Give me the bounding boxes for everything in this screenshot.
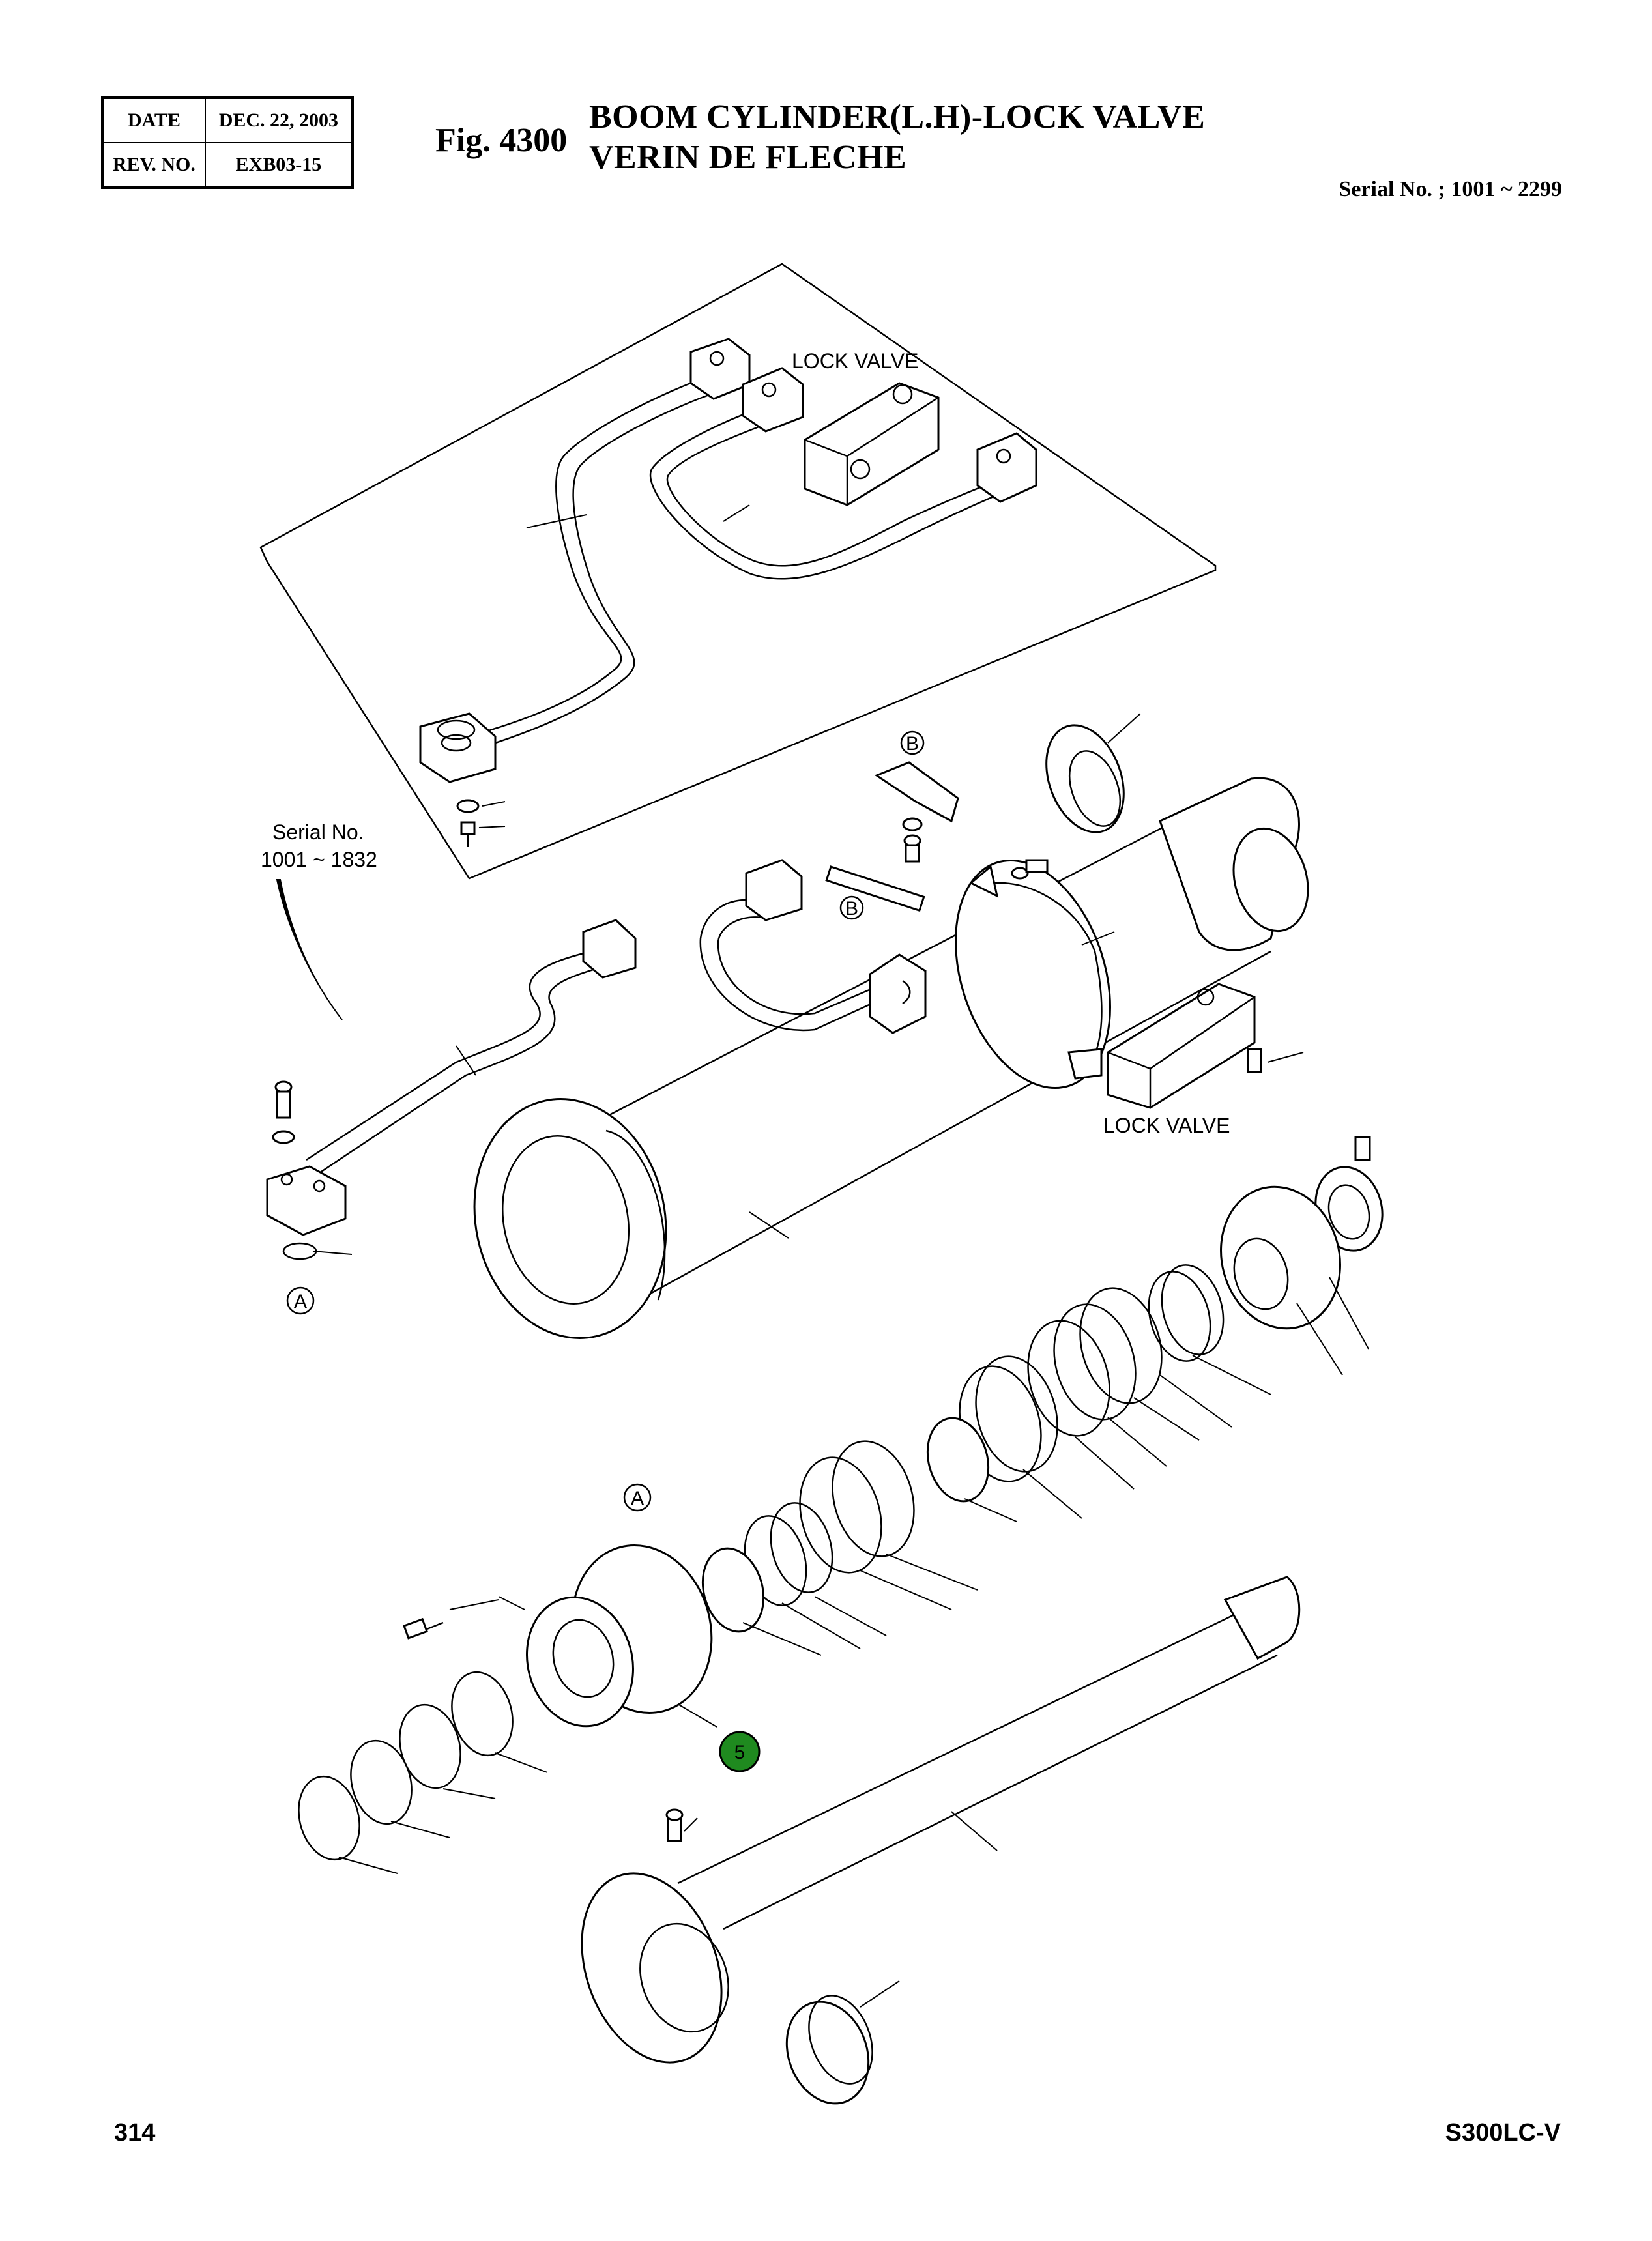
date-label: DATE <box>102 97 206 143</box>
clamp-bolts <box>902 817 1049 880</box>
model-name: S300LC-V <box>1445 2119 1561 2147</box>
svg-text:5: 5 <box>734 1742 746 1763</box>
seal-rings-left <box>298 1671 514 1861</box>
leader <box>482 801 506 807</box>
rev-label: REV. NO. <box>102 142 206 188</box>
serial-note-line1: Serial No. <box>272 820 364 844</box>
leader <box>723 504 750 522</box>
serial-note-arrow <box>276 879 343 1020</box>
inset-flange-bottom <box>419 712 497 783</box>
inset-flange-2 <box>742 367 804 433</box>
inset-pipe-u <box>649 406 1004 580</box>
main-flange-bottom <box>266 1165 347 1260</box>
lock-valve-label-mid: LOCK VALVE <box>1103 1114 1230 1137</box>
date-value: DEC. 22, 2003 <box>204 97 354 143</box>
inset-flange-3 <box>976 432 1037 503</box>
seal-rings-right <box>701 1264 1225 1633</box>
main-lock-valve-block <box>1107 983 1256 1109</box>
rod-cover <box>526 1544 713 1728</box>
svg-text:A: A <box>294 1291 307 1312</box>
lock-valve-label-top: LOCK VALVE <box>792 349 918 373</box>
inset-bolt <box>456 799 480 847</box>
ref-circle-b-bottom: B <box>839 895 864 920</box>
main-pipe-u <box>699 899 887 1032</box>
inset-pipe-long <box>469 373 721 749</box>
rev-value: EXB03-15 <box>204 142 354 188</box>
cylinder-bushing-top <box>1045 724 1125 833</box>
title-english: BOOM CYLINDER(L.H)-LOCK VALVE <box>589 98 1206 136</box>
inset-lock-valve-block <box>804 382 940 506</box>
serial-note-line2: 1001 ~ 1832 <box>261 848 377 871</box>
ref-circle-a-bottom: A <box>623 1483 652 1512</box>
clamp-bracket <box>825 761 1103 1080</box>
cylinder-head-end <box>955 777 1309 1090</box>
revision-table: DATE DEC. 22, 2003 REV. NO. EXB03-15 <box>101 96 354 189</box>
serial-range: Serial No. ; 1001 ~ 2299 <box>1339 177 1562 201</box>
svg-text:A: A <box>631 1488 644 1509</box>
svg-text:B: B <box>906 733 919 755</box>
rod-cover-bolt <box>403 1617 444 1640</box>
leader <box>526 514 587 528</box>
grease-nipple-top <box>1247 1048 1304 1073</box>
callout-5[interactable]: 5 <box>719 1731 761 1772</box>
main-bolt-stack <box>272 1080 295 1144</box>
svg-text:B: B <box>845 898 858 919</box>
leader-lines <box>312 713 1369 2008</box>
grease-nipple-rod <box>665 1808 684 1842</box>
inset-flange-1 <box>689 338 751 400</box>
rod-bushing <box>785 1995 873 2105</box>
piston-rod <box>581 1576 1301 2064</box>
main-flange-2 <box>745 859 803 921</box>
main-pipe-long <box>306 947 616 1174</box>
leader <box>478 826 506 828</box>
main-flange-lock <box>869 953 927 1034</box>
piston <box>1220 1185 1341 1330</box>
figure-number: Fig. 4300 <box>435 122 568 159</box>
inset-box-outline <box>259 263 1217 880</box>
title-french: VERIN DE FLECHE <box>589 139 907 176</box>
ref-circle-a-top: A <box>286 1286 315 1315</box>
ref-circle-b-top: B <box>900 730 925 755</box>
page-number: 314 <box>114 2119 156 2147</box>
main-flange-1 <box>582 919 637 979</box>
